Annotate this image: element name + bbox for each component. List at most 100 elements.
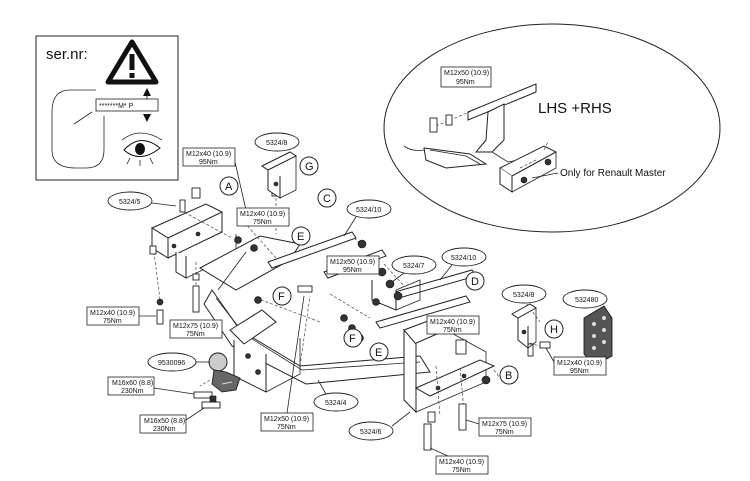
svg-text:M12x75 (10.9): M12x75 (10.9) <box>482 421 527 428</box>
left-side-bracket <box>150 187 237 279</box>
inset-detail-lhs-rhs: LHS +RHS M12x50 (10.9) 95Nm Only for Ren… <box>383 23 721 233</box>
torque-label: M12x50 (10.9) 75Nm <box>260 295 314 432</box>
svg-text:75Nm: 75Nm <box>452 467 471 474</box>
fasteners <box>149 183 551 451</box>
inset-torque-spec: M12x50 (10.9) <box>444 70 489 77</box>
svg-text:75Nm: 75Nm <box>277 424 296 431</box>
letter-b <box>499 365 519 385</box>
torque-label: M12x75 (10.9) 75Nm <box>169 319 223 339</box>
eye-icon <box>121 132 163 166</box>
torque-label: M12x40 (10.9) 95Nm <box>182 147 247 211</box>
svg-text:230Nm: 230Nm <box>153 426 176 433</box>
bolt <box>149 245 157 255</box>
inset-note: Only for Renault Master <box>560 168 666 179</box>
part-label-532480 <box>562 289 608 309</box>
svg-text:95Nm: 95Nm <box>343 267 362 274</box>
bracket-h <box>511 303 537 350</box>
bolt <box>539 341 551 349</box>
svg-text:75Nm: 75Nm <box>253 219 272 226</box>
main-assembly <box>149 151 613 451</box>
svg-text:M12x50 (10.9): M12x50 (10.9) <box>264 416 309 423</box>
tow-ball-icon <box>193 352 241 409</box>
svg-text:M16x50 (8.8): M16x50 (8.8) <box>144 418 185 425</box>
part-label-text: 5324/8 <box>513 292 535 299</box>
socket-plate-icon <box>583 305 613 367</box>
part-label-5324-10-mid <box>441 247 487 267</box>
svg-text:M12x40 (10.9): M12x40 (10.9) <box>430 319 475 326</box>
letter-h <box>544 319 564 339</box>
letter-g <box>299 156 319 176</box>
part-label-text: 5324/8 <box>266 140 288 147</box>
svg-text:M12x50 (10.9): M12x50 (10.9) <box>330 259 375 266</box>
torque-labels: M12x40 (10.9) 95Nm M12x40 (10.9) 75Nm M1… <box>86 147 607 475</box>
torque-label: M12x50 (10.9) 95Nm <box>326 255 380 275</box>
serial-plate-sketch: *******M* P <box>51 88 159 169</box>
serial-plate-text: *******M* P <box>99 103 134 110</box>
nut <box>481 375 491 385</box>
bolt <box>156 309 164 325</box>
letter-d <box>465 271 485 291</box>
bolt <box>423 423 432 451</box>
inset-title: LHS +RHS <box>538 100 612 117</box>
bolt <box>527 343 534 357</box>
bolt <box>297 285 313 293</box>
part-label-text: 5324/10 <box>356 207 381 214</box>
part-label-5324-8-right <box>501 284 547 304</box>
svg-text:M12x40 (10.9): M12x40 (10.9) <box>186 151 231 158</box>
part-label-5324-7 <box>391 255 437 275</box>
bolt <box>192 285 200 313</box>
part-number-labels: 5324/8 5324/5 5324/10 5324/7 5324/10 532… <box>107 132 608 441</box>
svg-text:M12x40 (10.9): M12x40 (10.9) <box>90 310 135 317</box>
bracket-g <box>261 151 297 199</box>
nut <box>340 314 348 322</box>
nut <box>254 296 262 304</box>
part-label-text: 5324/4 <box>325 400 347 407</box>
nut <box>250 244 258 252</box>
svg-text:75Nm: 75Nm <box>103 318 122 325</box>
strap-bars <box>267 231 477 329</box>
part-label-5324-6 <box>348 421 394 441</box>
washer <box>427 411 436 423</box>
letter-a <box>219 176 239 196</box>
part-label-5324-8-top <box>254 132 300 152</box>
inset-torque-box <box>440 66 492 88</box>
inset-torque-value: 95Nm <box>456 79 475 86</box>
letter-labels: A G C E F F E D H B <box>219 156 564 385</box>
letter-e-top <box>291 226 311 246</box>
torque-label: M12x40 (10.9) 75Nm <box>426 315 480 335</box>
inset-bolt <box>429 114 453 133</box>
svg-text:B: B <box>505 370 512 382</box>
part-label-text: 532480 <box>575 297 598 304</box>
warning-triangle-icon <box>105 39 159 85</box>
part-label-text: 5324/6 <box>360 429 382 436</box>
letter-c <box>317 188 337 208</box>
bolt <box>179 199 186 213</box>
torque-label: M12x40 (10.9) 95Nm <box>545 347 607 376</box>
svg-text:F: F <box>278 291 285 303</box>
part-label-text: 5324/10 <box>451 255 476 262</box>
torque-label: M12x40 (10.9) 75Nm <box>236 207 290 227</box>
svg-text:M16x60 (8.8): M16x60 (8.8) <box>112 380 153 387</box>
svg-text:D: D <box>471 276 479 288</box>
letter-f-right <box>343 328 363 348</box>
bolt <box>458 403 467 431</box>
torque-label: M16x60 (8.8) 230Nm <box>107 376 195 396</box>
letter-e-bottom <box>369 342 389 362</box>
part-label-text: 5324/5 <box>119 199 141 206</box>
part-label-5324-4 <box>313 392 359 412</box>
part-label-text: 9530096 <box>158 360 185 367</box>
svg-text:E: E <box>297 231 304 243</box>
svg-text:95Nm: 95Nm <box>199 159 218 166</box>
svg-text:95Nm: 95Nm <box>570 368 589 375</box>
svg-text:M12x40 (10.9): M12x40 (10.9) <box>439 459 484 466</box>
torque-label: M12x40 (10.9) 75Nm <box>86 306 156 326</box>
nut <box>393 291 403 301</box>
svg-text:75Nm: 75Nm <box>186 331 205 338</box>
nut <box>156 298 164 306</box>
part-label-5324-5 <box>107 191 153 211</box>
svg-text:230Nm: 230Nm <box>121 388 144 395</box>
part-label-5324-10-top <box>346 199 392 219</box>
letter-f-left <box>272 286 292 306</box>
torque-label: M12x75 (10.9) 75Nm <box>465 417 532 437</box>
